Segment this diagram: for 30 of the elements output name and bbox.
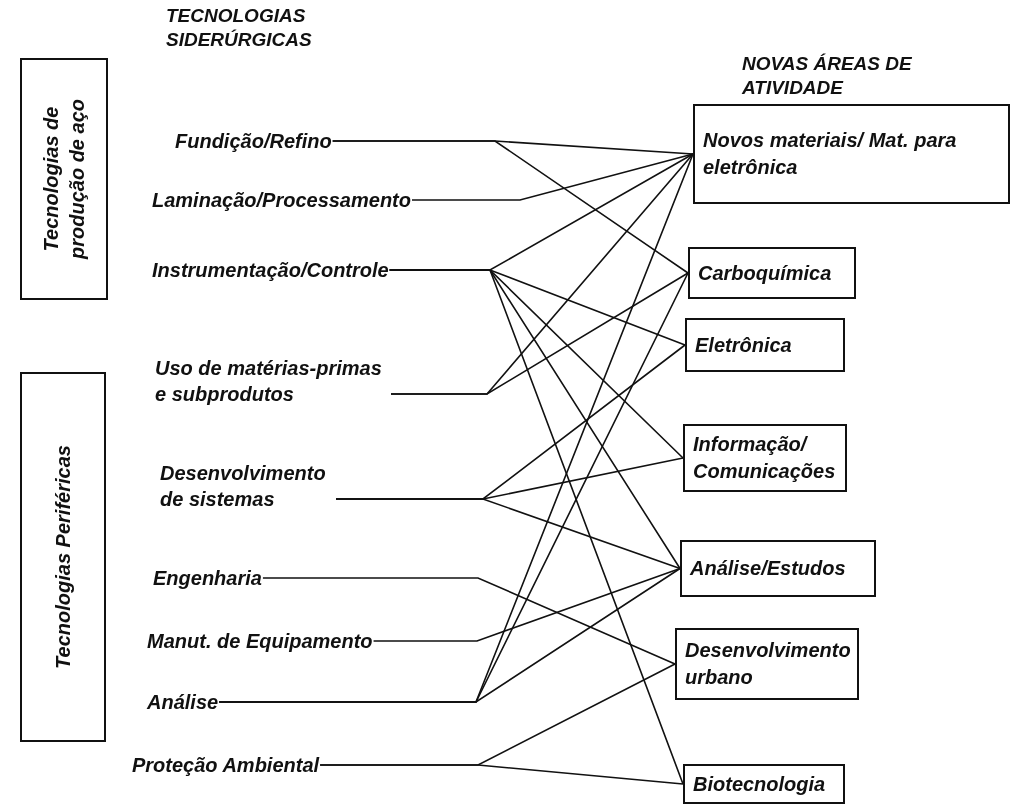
- technology-label: Proteção Ambiental: [132, 752, 478, 778]
- activity-box: Carboquímica: [688, 247, 856, 299]
- activity-box: Biotecnologia: [683, 764, 845, 804]
- activity-box: Informação/ Comunicações: [683, 424, 847, 492]
- technology-label: Manut. de Equipamento: [147, 628, 477, 654]
- group-box: [20, 372, 106, 742]
- activity-box: Desenvolvimento urbano: [675, 628, 859, 700]
- technology-label: Desenvolvimento de sistemas: [160, 460, 483, 512]
- activity-box: Análise/Estudos: [680, 540, 876, 597]
- connector-line: [372, 567, 681, 642]
- connector-line: [335, 498, 681, 570]
- activity-box: Novos materiais/ Mat. para eletrônica: [693, 104, 1010, 204]
- activity-box: Eletrônica: [685, 318, 845, 372]
- technology-label: Uso de matérias-primas e subprodutos: [155, 355, 487, 407]
- connector-line: [319, 764, 684, 785]
- group-label: Tecnologias de produção de aço: [39, 98, 89, 262]
- technology-label: Instrumentação/Controle: [152, 257, 490, 283]
- technology-label: Engenharia: [153, 565, 478, 591]
- column-heading: NOVAS ÁREAS DE ATIVIDADE: [742, 52, 913, 100]
- group-box: [20, 58, 108, 300]
- technology-label: Análise: [147, 689, 476, 715]
- connector-line: [218, 567, 681, 703]
- group-label: Tecnologias Periféricas: [51, 444, 75, 671]
- technology-label: Laminação/Processamento: [152, 187, 520, 213]
- column-heading: TECNOLOGIAS SIDERÚRGICAS: [166, 4, 313, 52]
- connector-line: [331, 140, 689, 274]
- connector-line: [262, 577, 676, 665]
- connector-line: [388, 269, 684, 785]
- technology-label: Fundição/Refino: [175, 128, 495, 154]
- connector-line: [390, 272, 689, 395]
